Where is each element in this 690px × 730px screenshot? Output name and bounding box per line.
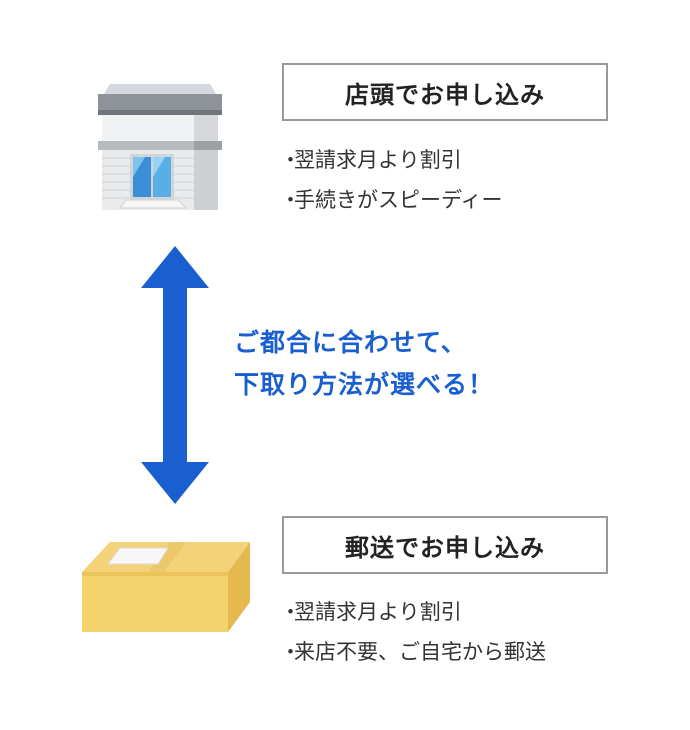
storefront-icon <box>98 84 222 210</box>
cardboard-box-icon <box>82 542 250 632</box>
mail-option-title: 郵送でお申し込み <box>282 516 608 574</box>
store-benefits-list: ・翌請求月より割引 ・手続きがスピーディー <box>280 140 503 220</box>
mail-benefits-list: ・翌請求月より割引 ・来店不要、ご自宅から郵送 <box>280 592 546 672</box>
store-option-title-text: 店頭でお申し込み <box>345 80 545 109</box>
mail-option-title-text: 郵送でお申し込み <box>345 533 545 562</box>
list-item: ・翌請求月より割引 <box>280 600 462 624</box>
list-item: ・翌請求月より割引 <box>280 148 462 172</box>
list-item: ・手続きがスピーディー <box>280 188 503 212</box>
choice-message-line-1: ご都合に合わせて、 <box>234 328 467 357</box>
double-headed-arrow-icon <box>141 246 209 504</box>
store-option-title: 店頭でお申し込み <box>282 63 608 121</box>
choice-message: ご都合に合わせて、 下取り方法が選べる！ <box>234 322 494 406</box>
choice-message-line-2: 下取り方法が選べる！ <box>234 370 495 399</box>
list-item: ・来店不要、ご自宅から郵送 <box>280 640 546 664</box>
